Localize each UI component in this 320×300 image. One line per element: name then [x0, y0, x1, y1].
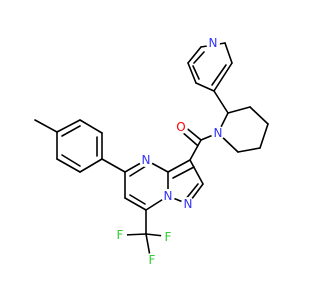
atom-label-n: N	[209, 36, 218, 50]
atom-label-n: N	[142, 153, 151, 167]
bond-piperidine	[249, 106, 269, 125]
atom-label-o: O	[176, 120, 185, 134]
atom-f-top: F	[145, 253, 159, 267]
bond-methyl	[34, 119, 58, 133]
bond-pyrimidine-double	[129, 194, 146, 205]
bond-pyrimidine	[124, 197, 147, 211]
atom-n-pyrazole-b: N	[181, 197, 195, 211]
bond-piperidine	[259, 123, 269, 149]
bond-pyridine-double	[193, 51, 205, 64]
bond-pyridine	[224, 42, 233, 64]
atom-label-f: F	[149, 253, 156, 267]
bond-carbonyl	[189, 139, 202, 161]
bond-tolyl	[56, 158, 81, 173]
atom-label-f: F	[117, 228, 124, 242]
bond-tolyl	[79, 119, 103, 134]
molecule-structure: N N N N N O F F	[34, 36, 269, 267]
bond-pyridine	[213, 62, 233, 92]
bond-cf3	[145, 233, 165, 237]
atom-f-left: F	[113, 228, 127, 242]
bond-pyrazole-double	[172, 166, 195, 179]
bond-pyridine-double	[211, 64, 227, 86]
bond-piperidine	[227, 106, 251, 114]
atom-o-carbonyl: O	[174, 120, 188, 134]
bond-tolyl	[79, 158, 103, 173]
bond-pyrazole	[189, 159, 204, 185]
bond-cf3	[145, 233, 151, 257]
bond-pyridine	[187, 46, 202, 64]
atom-f-right: F	[161, 230, 175, 244]
atom-n-pyridine: N	[206, 36, 220, 50]
bond-layer	[34, 42, 269, 257]
bond-pyrazole	[167, 159, 191, 173]
atom-layer: N N N N N O F F	[113, 36, 225, 267]
bond-cf3	[123, 233, 147, 236]
bond-pyridine	[187, 62, 197, 84]
molecule-canvas: N N N N N O F F	[34, 36, 269, 267]
bond-aryl-link	[101, 158, 126, 173]
atom-label-n: N	[184, 197, 193, 211]
atom-n-piperidine: N	[211, 126, 225, 140]
atom-label-n: N	[164, 189, 173, 203]
atom-label-n: N	[214, 126, 223, 140]
atom-label-f: F	[165, 230, 172, 244]
bond-tolyl	[56, 119, 81, 133]
bond-pyridine-double	[192, 65, 200, 80]
atom-n-pyrazole-a: N	[161, 189, 175, 203]
bond-tolyl-double	[61, 154, 81, 167]
atom-n-pyrimidine: N	[139, 153, 153, 167]
bond-pyrimidine-double	[129, 165, 147, 177]
bond-tolyl-double	[61, 125, 81, 137]
bond-pyridine	[195, 82, 215, 92]
bond-pyridyl-link	[213, 90, 229, 114]
bond-piperidine	[237, 147, 261, 153]
